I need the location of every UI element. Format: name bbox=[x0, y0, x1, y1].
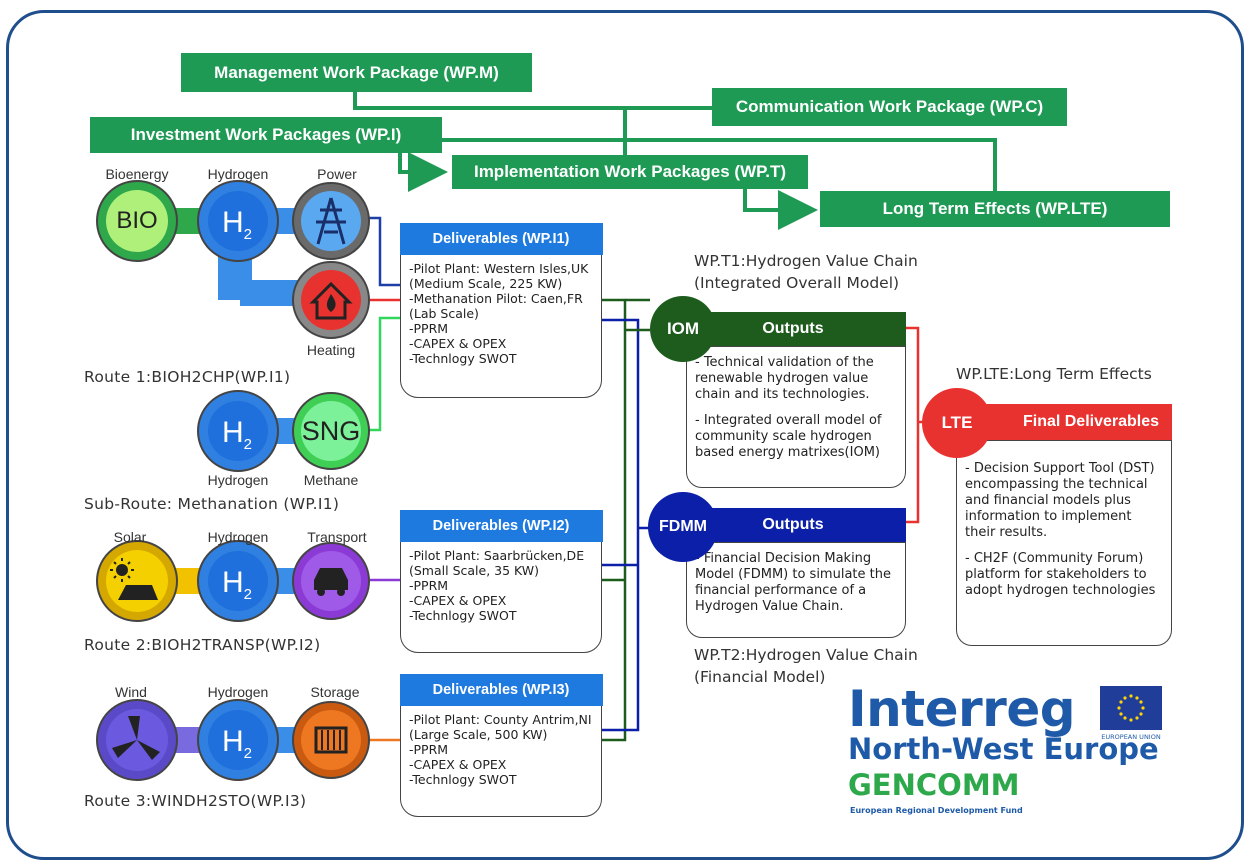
t1-output-header: Outputs bbox=[680, 312, 906, 346]
lte-box: - Decision Support Tool (DST) encompassi… bbox=[956, 440, 1172, 646]
fdmm-circle: FDMM bbox=[648, 492, 718, 562]
deliverable-item: -PPRM bbox=[409, 741, 449, 757]
fund-label: European Regional Development Fund bbox=[850, 806, 1023, 815]
deliverables-i3: Deliverables (WP.I3) -Pilot Plant: Count… bbox=[399, 673, 603, 817]
deliverable-item: (Lab Scale) bbox=[409, 305, 479, 321]
storage-label: Storage bbox=[310, 684, 360, 700]
deliverables-i2: Deliverables (WP.I2) -Pilot Plant: Saarb… bbox=[399, 509, 603, 653]
iom-circle: IOM bbox=[650, 296, 716, 362]
long-term-wp: Long Term Effects (WP.LTE) bbox=[820, 191, 1170, 227]
hydrogen-label: Hydrogen bbox=[207, 472, 269, 488]
deliverable-item: -Technlogy SWOT bbox=[409, 350, 517, 366]
t1-title: WP.T1:Hydrogen Value Chain(Integrated Ov… bbox=[694, 252, 918, 292]
deliverables-i1: Deliverables (WP.I1) -Pilot Plant: Weste… bbox=[399, 222, 603, 398]
deliverable-item: -Methanation Pilot: Caen,FR bbox=[409, 290, 583, 306]
bioenergy-label: Bioenergy bbox=[105, 166, 169, 182]
hydrogen-icon: H2 bbox=[222, 416, 253, 453]
hydrogen-label: Hydrogen bbox=[207, 684, 269, 700]
route2-caption: Route 2:BIOH2TRANSP(WP.I2) bbox=[84, 636, 321, 654]
deliverables-i2-title: Deliverables (WP.I2) bbox=[399, 509, 603, 542]
route3-caption: Route 3:WINDH2STO(WP.I3) bbox=[84, 792, 307, 810]
communication-wp: Communication Work Package (WP.C) bbox=[712, 88, 1067, 126]
subroute-caption: Sub-Route: Methanation (WP.I1) bbox=[84, 495, 340, 513]
hydrogen-label: Hydrogen bbox=[207, 166, 269, 182]
deliverable-item: -PPRM bbox=[409, 577, 449, 593]
methane-label: Methane bbox=[303, 472, 359, 488]
power-label: Power bbox=[317, 166, 357, 182]
deliverable-item: -Pilot Plant: County Antrim,NI bbox=[409, 711, 592, 727]
deliverable-item: -Pilot Plant: Western Isles,UK bbox=[409, 260, 589, 276]
region-logo-text: North-West Europe bbox=[848, 732, 1159, 766]
deliverable-item: -CAPEX & OPEX bbox=[409, 592, 507, 608]
lte-circle: LTE bbox=[922, 388, 992, 458]
implementation-wp: Implementation Work Packages (WP.T) bbox=[452, 155, 808, 189]
investment-wp: Investment Work Packages (WP.I) bbox=[90, 117, 442, 153]
deliverable-item: (Small Scale, 35 KW) bbox=[409, 562, 540, 578]
deliverable-item: -CAPEX & OPEX bbox=[409, 335, 507, 351]
deliverables-i3-title: Deliverables (WP.I3) bbox=[399, 673, 603, 706]
interreg-logo: Interreg bbox=[848, 680, 1076, 738]
wind-label: Wind bbox=[115, 684, 147, 700]
deliverable-item: (Large Scale, 500 KW) bbox=[409, 726, 548, 742]
hydrogen-label: Hydrogen bbox=[207, 529, 269, 545]
t1-output-box: - Technical validation of the renewable … bbox=[686, 346, 906, 488]
hydrogen-icon: H2 bbox=[222, 725, 253, 762]
eu-label: EUROPEAN UNION bbox=[1101, 733, 1161, 741]
deliverable-item: -Technlogy SWOT bbox=[409, 607, 517, 623]
deliverable-item: -Technlogy SWOT bbox=[409, 771, 517, 787]
t2-output-header: Outputs bbox=[680, 508, 906, 542]
deliverable-item: -CAPEX & OPEX bbox=[409, 756, 507, 772]
deliverable-item: (Medium Scale, 225 KW) bbox=[409, 275, 563, 291]
solar-label: Solar bbox=[113, 529, 147, 545]
eu-flag-icon bbox=[1100, 686, 1162, 730]
gencomm-logo: GENCOMM bbox=[848, 768, 1020, 802]
sng-icon: SNG bbox=[301, 416, 361, 446]
bio-icon: BIO bbox=[116, 207, 158, 234]
hydrogen-icon: H2 bbox=[222, 566, 253, 603]
t2-output-box: - Financial Decision Making Model (FDMM)… bbox=[686, 542, 906, 638]
lte-title: WP.LTE:Long Term Effects bbox=[956, 365, 1152, 383]
deliverables-i1-title: Deliverables (WP.I1) bbox=[399, 222, 603, 255]
transport-label: Transport bbox=[307, 529, 367, 545]
t2-title: WP.T2:Hydrogen Value Chain(Financial Mod… bbox=[694, 646, 918, 686]
hydrogen-icon: H2 bbox=[222, 206, 253, 243]
management-wp: Management Work Package (WP.M) bbox=[181, 53, 532, 92]
heating-label: Heating bbox=[306, 342, 356, 358]
deliverable-item: -PPRM bbox=[409, 320, 449, 336]
deliverable-item: -Pilot Plant: Saarbrücken,DE bbox=[409, 547, 585, 563]
route1-caption: Route 1:BIOH2CHP(WP.I1) bbox=[84, 368, 291, 386]
